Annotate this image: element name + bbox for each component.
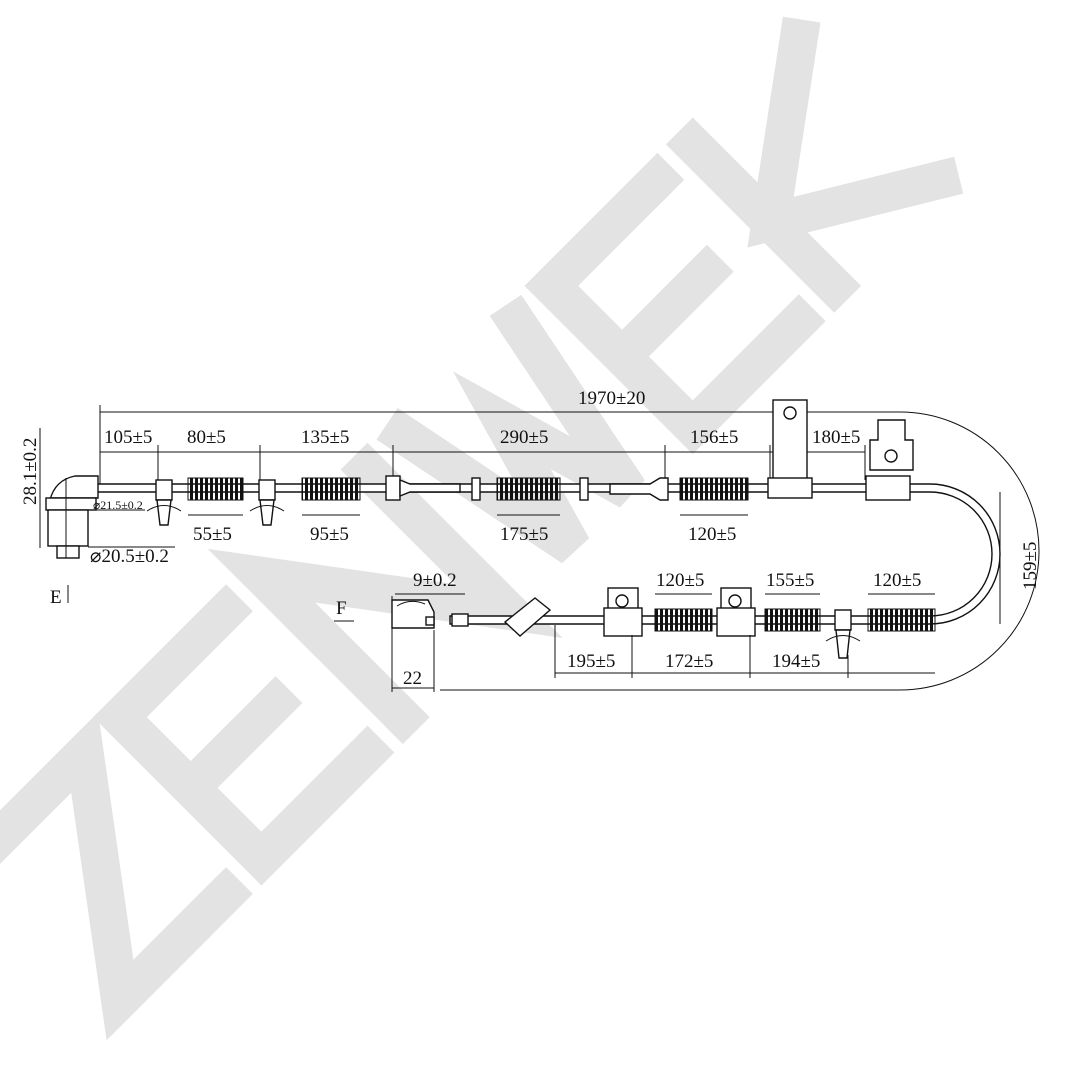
view-e-label: E xyxy=(50,587,62,608)
push-clip xyxy=(825,609,861,659)
connector-clip xyxy=(503,597,552,637)
collar xyxy=(471,477,481,501)
sleeve xyxy=(679,477,749,501)
dim-120-upper: 120±5 xyxy=(688,524,736,545)
cable xyxy=(94,483,1001,625)
watermark-letter-z xyxy=(0,712,253,1041)
watermark-letter-w xyxy=(376,294,645,564)
sleeve xyxy=(867,608,936,632)
dim-194: 194±5 xyxy=(772,651,820,672)
dim-120-a: 120±5 xyxy=(656,570,704,591)
connector-width-label: 9±0.2 xyxy=(413,570,457,591)
sleeve xyxy=(301,477,361,501)
mounting-bracket xyxy=(767,399,813,499)
top-dimension-row: 105±5 80±5 135±5 290±5 156±5 180±5 xyxy=(100,427,866,495)
grommet xyxy=(385,475,401,501)
dim-175: 175±5 xyxy=(500,524,548,545)
view-f-label: F xyxy=(336,598,347,619)
sensor-dia-label: ⌀20.5±0.2 xyxy=(90,546,169,567)
sleeve-dimensions-upper: 55±5 95±5 175±5 120±5 xyxy=(188,514,748,545)
watermark-logo xyxy=(0,16,964,1041)
push-clip xyxy=(146,479,182,526)
overall-dimension-line xyxy=(100,411,1040,691)
dim-120-b: 120±5 xyxy=(873,570,921,591)
sleeve-dimensions-lower: 120±5 155±5 120±5 xyxy=(655,570,935,595)
collar xyxy=(579,477,589,501)
mounting-bracket xyxy=(865,419,914,501)
dim-80: 80±5 xyxy=(187,427,226,448)
sleeves xyxy=(187,477,936,632)
sleeve xyxy=(654,608,713,632)
dim-172: 172±5 xyxy=(665,651,713,672)
watermark-letter-e xyxy=(93,584,395,886)
overall-length-label: 1970±20 xyxy=(578,388,645,409)
dim-95: 95±5 xyxy=(310,524,349,545)
watermark-letter-e xyxy=(524,152,826,455)
dim-290: 290±5 xyxy=(500,427,548,448)
sleeve xyxy=(496,477,561,501)
dim-55: 55±5 xyxy=(193,524,232,545)
dim-135: 135±5 xyxy=(301,427,349,448)
push-clip xyxy=(249,479,285,526)
dim-105: 105±5 xyxy=(104,427,152,448)
watermark-letter-k xyxy=(665,16,964,313)
bottom-dimension-row: 195±5 172±5 194±5 xyxy=(554,625,935,678)
mounting-bracket xyxy=(716,587,756,637)
dim-156: 156±5 xyxy=(690,427,738,448)
sleeve xyxy=(764,608,821,632)
grommet-tube xyxy=(399,478,461,498)
sensor-height-label: 28.1±0.2 xyxy=(20,438,41,505)
sensor-dia-small-label: ⌀21.5±0.2 xyxy=(93,498,143,512)
sensor-head: 28.1±0.2 ⌀21.5±0.2 ⌀20.5±0.2 E xyxy=(20,428,175,608)
dim-180: 180±5 xyxy=(812,427,860,448)
grommet xyxy=(609,477,669,501)
sleeve xyxy=(187,477,244,501)
dim-195: 195±5 xyxy=(567,651,615,672)
connector-length-label: 22 xyxy=(403,668,422,689)
connector: 9±0.2 22 F xyxy=(334,570,552,692)
dim-155: 155±5 xyxy=(766,570,814,591)
bend-height-label: 159±5 xyxy=(1020,542,1041,590)
watermark-letter-n xyxy=(207,442,563,745)
mounting-bracket xyxy=(603,587,643,637)
